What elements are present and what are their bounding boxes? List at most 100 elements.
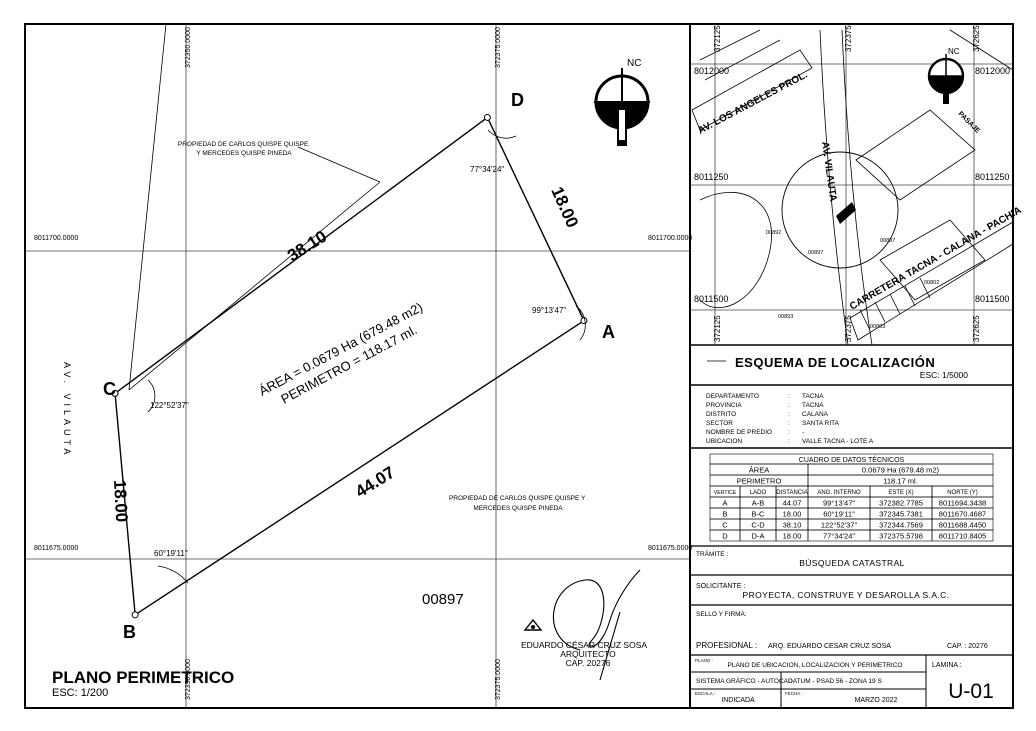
fecha-label: FECHA :: [785, 691, 803, 696]
loc-lot-code-4: 00897: [808, 250, 823, 256]
stamp-role: ARQUITECTO: [560, 649, 616, 659]
tech-header-1: LADO: [750, 490, 767, 496]
loc-lot-code-2: 00892: [766, 230, 781, 236]
side-length-cd: 38.10: [284, 227, 330, 266]
tech-row-1-col-2: 18.00: [783, 510, 802, 519]
profesional-value: ARQ. EDUARDO CESAR CRUZ SOSA: [768, 643, 891, 650]
road-carretera: [849, 221, 1014, 341]
info-label: NOMBRE DE PREDIO: [706, 429, 772, 436]
tech-row-0-col-1: A-B: [752, 499, 765, 508]
tramite-value: BÚSQUEDA CATASTRAL: [799, 558, 905, 568]
sheet-code: U-01: [948, 680, 994, 703]
signature-icon: [553, 569, 641, 681]
tech-row-3-col-3: 77°34'24": [823, 532, 855, 541]
tech-header-3: ANG. INTERNO: [817, 490, 861, 496]
grid-label-n2-left: 8011675.0000: [34, 545, 78, 552]
loc-grid-n-top-left: 8012000: [694, 66, 729, 76]
grid-label-e1-top: 372350.0000: [185, 27, 192, 68]
info-label: DISTRITO: [706, 411, 736, 418]
info-value: TACNA: [802, 402, 824, 409]
sello-label: SELLO Y FIRMA:: [696, 611, 747, 618]
tech-row-2-col-5: 8011688.4450: [939, 521, 986, 530]
escala-value: INDICADA: [721, 697, 755, 704]
info-separator: :: [788, 438, 790, 445]
info-value: CALANA: [802, 411, 829, 418]
location-north-label: NC: [948, 47, 960, 56]
info-separator: :: [788, 420, 790, 427]
loc-grid-e-mid-top: 372375: [844, 25, 853, 52]
location-circle: [781, 151, 899, 269]
loc-grid-e-right-bottom: 372625: [972, 315, 981, 342]
stamp-name: EDUARDO CÉSAR CRUZ SOSA: [521, 640, 647, 650]
info-label: PROVINCIA: [706, 402, 742, 409]
info-label: SECTOR: [706, 420, 733, 427]
loc-grid-e-left-top: 372125: [713, 25, 722, 52]
loc-lot-code-6: 00803: [870, 324, 885, 330]
parcel-lines: [699, 29, 1014, 81]
technical-data-table: CUADRO DE DATOS TÉCNICOS ÁREA 0.0679 Ha (6…: [709, 453, 994, 542]
location-title: ESQUEMA DE LOCALIZACIÓN: [735, 355, 935, 370]
tech-area-label: ÁREA: [749, 466, 769, 475]
cadastral-code: 00897: [422, 591, 464, 608]
vertex-marker-b: [131, 611, 139, 619]
loc-grid-n-bot-right: 8011500: [975, 294, 1009, 304]
side-length-bc: 18.00: [110, 479, 131, 522]
plan-title: PLANO PERIMETRICO: [52, 668, 234, 687]
escala-label: ESCALA :: [695, 691, 715, 696]
tramite-label: TRÁMITE :: [696, 549, 728, 558]
lot-location-marker: [836, 202, 856, 224]
owner-north-leader: [297, 146, 381, 183]
info-value: -: [802, 429, 804, 436]
tech-table-title: CUADRO DE DATOS TÉCNICOS: [799, 455, 905, 464]
tech-row-2-col-0: C: [722, 521, 728, 530]
angle-arc-d: [487, 129, 517, 139]
loc-grid-n-top-right: 8012000: [975, 66, 1010, 76]
title-block: TRÁMITE : BÚSQUEDA CATASTRAL SOLICITANTE…: [690, 545, 1013, 708]
tech-row-3-col-0: D: [722, 532, 728, 541]
location-scale: ESC: 1/5000: [920, 370, 968, 380]
vertex-marker-d: [483, 113, 491, 121]
info-separator: :: [788, 393, 790, 400]
side-length-da: 18.00: [547, 184, 582, 231]
perimeter-plan: 372350.0000 372350.0000 372375.0000 3723…: [25, 23, 692, 708]
vertex-label-a: A: [602, 322, 615, 342]
tech-row-2-col-3: 122°52'37": [821, 521, 858, 530]
solicitante-label: SOLICITANTE :: [696, 583, 745, 590]
info-value: TACNA: [802, 393, 824, 400]
area-text: ÁREA = 0.0679 Ha (679.48 m2): [256, 299, 425, 398]
angle-label-c: 122°52'37": [150, 401, 189, 410]
grid-label-n2-right: 8011675.0000: [648, 545, 692, 552]
angle-arc-b: [157, 565, 189, 584]
loc-grid-n-mid-left: 8011250: [694, 172, 728, 182]
architect-stamp: [523, 569, 641, 681]
loc-lot-code-3: 00893: [778, 314, 793, 320]
location-map: AV. LOS ANGELES PROL. AV. VILAUTA CARRET…: [690, 24, 1023, 380]
sheet-border: [24, 23, 1014, 709]
info-value: SANTA RITA: [802, 420, 840, 427]
info-label: UBICACION: [706, 438, 742, 445]
tech-row-2-col-2: 38.10: [783, 521, 802, 530]
vertex-label-c: C: [103, 379, 116, 399]
loc-grid-e-mid-bottom: 372375: [844, 315, 853, 342]
info-separator: :: [788, 429, 790, 436]
road-vilauta-edge-1: [819, 29, 849, 346]
grid-label-e2-bottom: 372375.0000: [495, 659, 502, 700]
tech-row-1-col-4: 372345.7381: [879, 510, 923, 519]
plano-label: PLANO :: [695, 658, 713, 663]
loc-grid-n-mid-right: 8011250: [975, 172, 1009, 182]
neighbor-boundary-line: [128, 181, 381, 391]
tech-row-1-col-3: 60°19'11": [823, 510, 855, 519]
tech-area-value: 0.0679 Ha (679.48 m2): [862, 466, 940, 475]
street-label-vilauta: AV. VILAUTA: [62, 362, 72, 458]
tech-row-0-col-5: 8011694.3438: [939, 499, 986, 508]
owner-north-label: PROPIEDAD DE CARLOS QUISPE QUISPE Y MERC…: [178, 141, 310, 157]
road-vilauta-edge-2: [841, 29, 873, 346]
loc-street-pasaje: PASAJE: [957, 110, 982, 135]
angle-arc-c: [147, 379, 156, 413]
location-north-arrow-icon: [927, 54, 965, 104]
grid-label-n1-right: 8011700.0000: [648, 235, 692, 242]
loc-grid-e-right-top: 372625: [972, 25, 981, 52]
vertex-marker-a: [580, 317, 588, 325]
parcel-outline-3: [879, 219, 986, 301]
grid-label-n1-left: 8011700.0000: [34, 235, 78, 242]
